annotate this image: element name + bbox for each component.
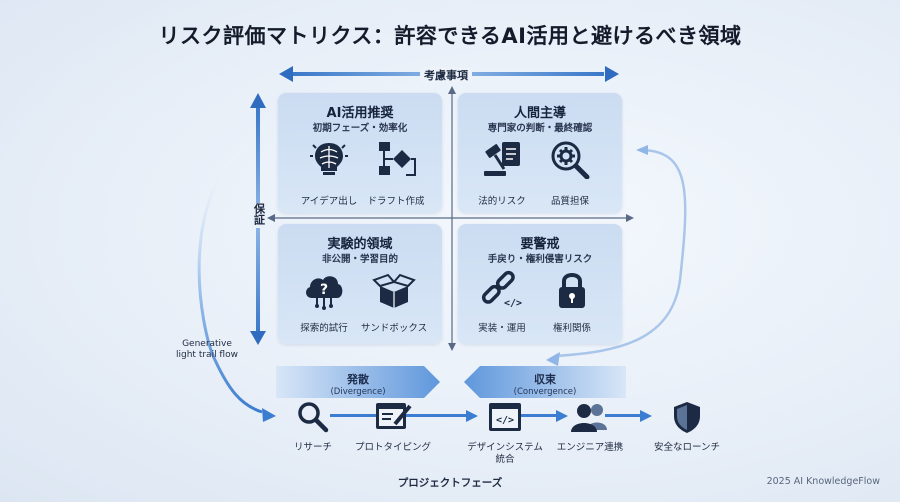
svg-text:</>: </> [496, 415, 514, 426]
quadrant-experimental: 実験的領域 非公開・学習目的 ? 探索的試行 サンドボックス [278, 224, 442, 344]
phase-convergence: 収束 (Convergence) [464, 366, 626, 400]
quadrant-caution: 要警戒 手戻り・権利侵害リスク </> 実装・運用 権利関係 [458, 224, 622, 344]
item-label: 探索的試行 [300, 323, 348, 334]
quadrant-ai-recommended: AI活用推奨 初期フェーズ・効率化 アイデア出し ドラフト作成 [278, 93, 442, 213]
step-label: プロトタイピング [354, 442, 431, 453]
vertical-axis-label: 保証 [252, 203, 266, 228]
broken-link-code-icon: </> [481, 270, 522, 309]
flowchart-icon [379, 142, 416, 176]
item-label: ドラフト作成 [367, 196, 425, 207]
quadrant-subtitle: 初期フェーズ・効率化 [312, 123, 408, 134]
step-label: デザインシステム 統合 [467, 442, 543, 465]
phase-sublabel: (Convergence) [513, 387, 577, 397]
step-label: エンジニア連携 [556, 442, 624, 453]
item-label: サンドボックス [360, 323, 428, 334]
svg-text:?: ? [320, 282, 328, 298]
trail-annotation: Generative light trail flow [176, 339, 238, 360]
item-label: アイデア出し [300, 196, 358, 207]
vertical-axis-label-text: 保証 [252, 203, 266, 225]
quadrant-title: 要警戒 [520, 237, 560, 252]
svg-text:</>: </> [504, 298, 522, 309]
design-editor-icon [376, 403, 412, 429]
team-icon [571, 404, 607, 432]
timeline-label: プロジェクトフェーズ [397, 477, 503, 489]
item-label: 法的リスク [478, 196, 526, 207]
matrix-cross [267, 86, 634, 351]
light-trail-right [554, 148, 687, 358]
magnifier-gear-icon [551, 141, 590, 179]
brain-bulb-icon [310, 143, 348, 175]
gavel-document-icon [484, 142, 520, 176]
phase-label: 発散 [347, 373, 369, 386]
light-trail-left [197, 138, 263, 414]
item-label: 権利関係 [552, 323, 591, 334]
shield-icon [674, 402, 700, 433]
phase-divergence-shape [276, 366, 440, 398]
step-label: リサーチ [293, 442, 332, 453]
phase-sublabel: (Divergence) [330, 387, 386, 397]
quadrant-subtitle: 手戻り・権利侵害リスク [487, 254, 593, 265]
item-label: 実装・運用 [478, 323, 526, 334]
search-icon [298, 402, 329, 433]
padlock-icon [559, 273, 585, 308]
phase-convergence-shape [464, 366, 626, 398]
horizontal-axis-label: 考慮事項 [420, 67, 472, 83]
quadrant-human-led: 人間主導 専門家の判断・最終確認 法的リスク 品質担保 [458, 93, 622, 213]
page-title: リスク評価マトリクス：許容できるAI活用と避けるべき領域 [158, 24, 742, 48]
cloud-question-icon: ? [306, 276, 343, 310]
quadrant-title: 実験的領域 [327, 237, 393, 252]
step-label: 安全なローンチ [653, 442, 721, 453]
quadrant-subtitle: 非公開・学習目的 [321, 254, 398, 265]
footer-credit: 2025 AI KnowledgeFlow [766, 476, 880, 487]
open-box-icon [372, 273, 416, 308]
phase-divergence: 発散 (Divergence) [276, 366, 440, 400]
quadrant-title: 人間主導 [513, 106, 566, 121]
quadrant-title: AI活用推奨 [326, 106, 394, 121]
quadrant-subtitle: 専門家の判断・最終確認 [487, 123, 593, 134]
phase-label: 収束 [534, 373, 556, 386]
item-label: 品質担保 [550, 196, 589, 207]
code-window-icon: </> [489, 403, 521, 431]
